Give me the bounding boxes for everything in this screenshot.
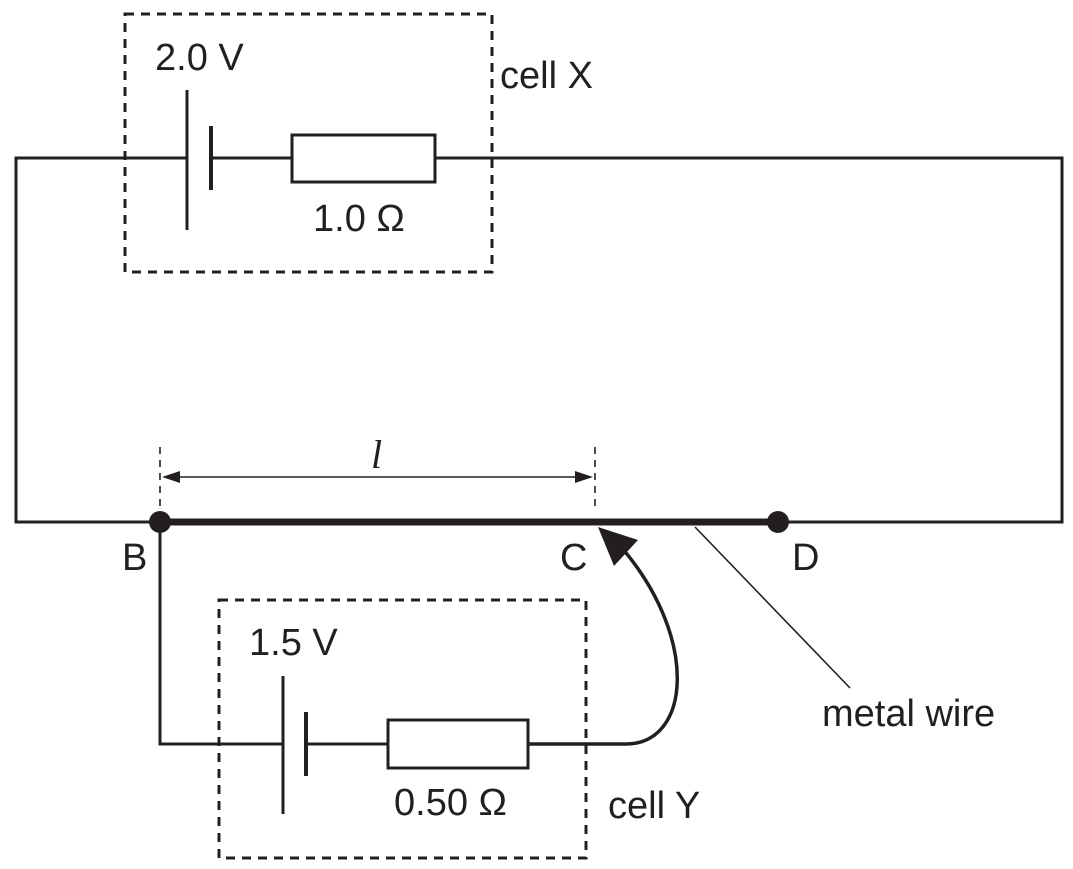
length-marker: l [159,432,596,512]
top-wire-right [435,156,1064,524]
cell-x-resistance-label: 1.0 Ω [313,198,405,240]
point-b-label: B [122,537,147,579]
length-label: l [371,432,382,477]
cell-y-boundary [217,598,588,860]
cell-x-emf-label: 2.0 V [155,37,244,79]
cell-x: 2.0 V 1.0 Ω cell X [123,12,593,274]
cell-y-resistance-label: 0.50 Ω [394,782,507,824]
cell-y-circuit: 1.5 V 0.50 Ω cell Y [158,522,700,860]
main-circuit-loop [14,156,1064,524]
jockey-arrowhead [598,527,638,566]
cell-x-internal-resistor [290,133,437,184]
top-wire-left [14,156,187,524]
jockey-lead [528,546,679,746]
metal-wire-label: metal wire [822,693,995,735]
point-c-label: C [560,537,587,579]
cell-y-internal-resistor [386,718,530,770]
length-marker-right-arrow [575,471,593,483]
cell-x-name-label: cell X [500,55,593,97]
metal-wire-pointer-line [694,526,851,689]
length-marker-left-arrow [162,471,180,483]
cell-y-emf-label: 1.5 V [249,622,338,664]
point-d-dot [767,511,789,533]
cell-y-name-label: cell Y [608,785,700,827]
cell-y-wire-left [158,522,283,746]
cell-x-boundary [123,12,494,274]
metal-wire-annotation: metal wire [694,526,995,735]
metal-wire-bd: B C D [122,511,819,579]
point-d-label: D [792,537,819,579]
